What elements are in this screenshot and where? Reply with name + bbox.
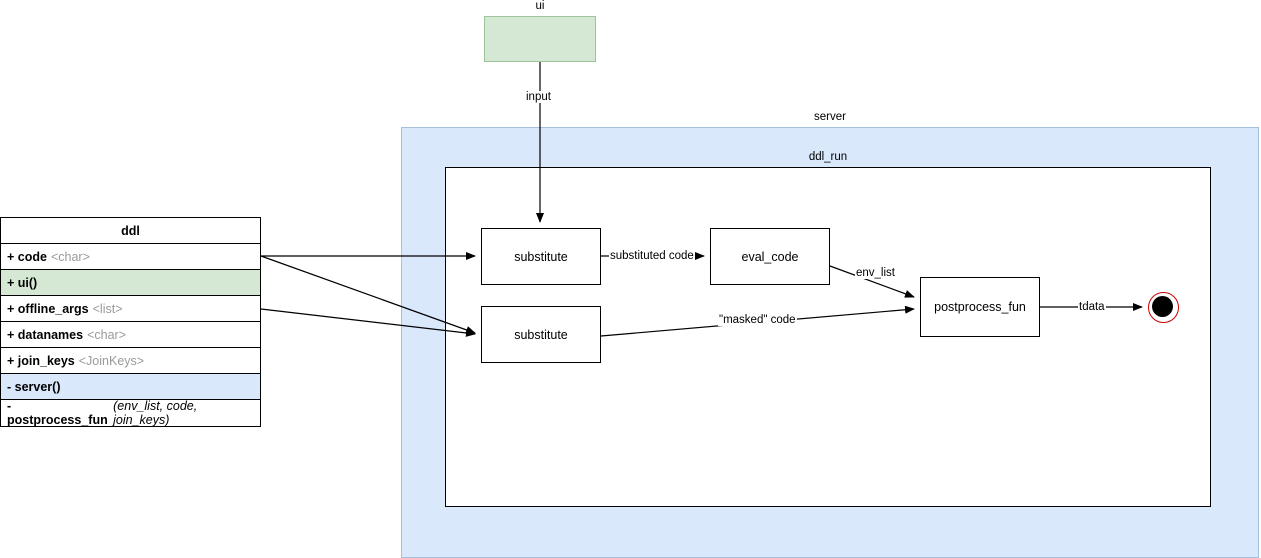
node-postprocess-fun-label: postprocess_fun: [934, 300, 1026, 314]
class-row-code: + code<char>: [1, 244, 260, 270]
class-row-datanames: + datanames<char>: [1, 322, 260, 348]
class-row-ui: + ui(): [1, 270, 260, 296]
group-ddl-run-label: ddl_run: [808, 151, 848, 163]
node-substitute-2-label: substitute: [514, 327, 568, 342]
node-substitute-2[interactable]: substitute: [481, 306, 601, 363]
class-row-type: <list>: [92, 301, 123, 316]
edge-label-env-list: env_list: [855, 267, 896, 279]
class-box-title: ddl: [1, 218, 260, 244]
node-eval-code[interactable]: eval_code: [710, 228, 830, 285]
class-row-name: - postprocess_fun: [7, 399, 108, 427]
class-row-type: <char>: [50, 249, 90, 264]
edge-label-masked-code: "masked" code: [718, 314, 797, 326]
node-ui[interactable]: [484, 16, 596, 62]
edge-label-tdata: tdata: [1078, 301, 1106, 313]
class-row-offline_args: + offline_args<list>: [1, 296, 260, 322]
node-ui-label: ui: [535, 0, 545, 12]
class-row-postprocess_fun: - postprocess_fun(env_list, code, join_k…: [1, 399, 260, 427]
node-postprocess-fun[interactable]: postprocess_fun: [920, 277, 1040, 337]
class-row-type: <char>: [87, 327, 127, 342]
class-row-name: + datanames: [7, 327, 84, 342]
class-row-type: <JoinKeys>: [78, 353, 145, 368]
edge-label-input: input: [525, 91, 552, 103]
node-substitute-1-label: substitute: [514, 249, 568, 264]
class-row-name: + code: [7, 249, 47, 264]
class-box-rows: + code<char>+ ui()+ offline_args<list>+ …: [1, 244, 260, 427]
group-server-label: server: [814, 111, 846, 123]
node-end-circle[interactable]: [1148, 292, 1179, 323]
class-row-name: - server(): [7, 379, 61, 394]
class-row-name: + ui(): [7, 275, 38, 290]
class-row-params: (env_list, code, join_keys): [113, 399, 198, 427]
node-eval-code-label: eval_code: [741, 249, 799, 264]
node-substitute-1[interactable]: substitute: [481, 228, 601, 285]
class-row-name: + join_keys: [7, 353, 75, 368]
class-row-join_keys: + join_keys<JoinKeys>: [1, 348, 260, 374]
class-row-server: - server(): [1, 374, 260, 400]
class-row-name: + offline_args: [7, 301, 89, 316]
edge-label-substituted-code: substituted code: [609, 250, 695, 262]
class-box-ddl: ddl + code<char>+ ui()+ offline_args<lis…: [0, 217, 261, 427]
